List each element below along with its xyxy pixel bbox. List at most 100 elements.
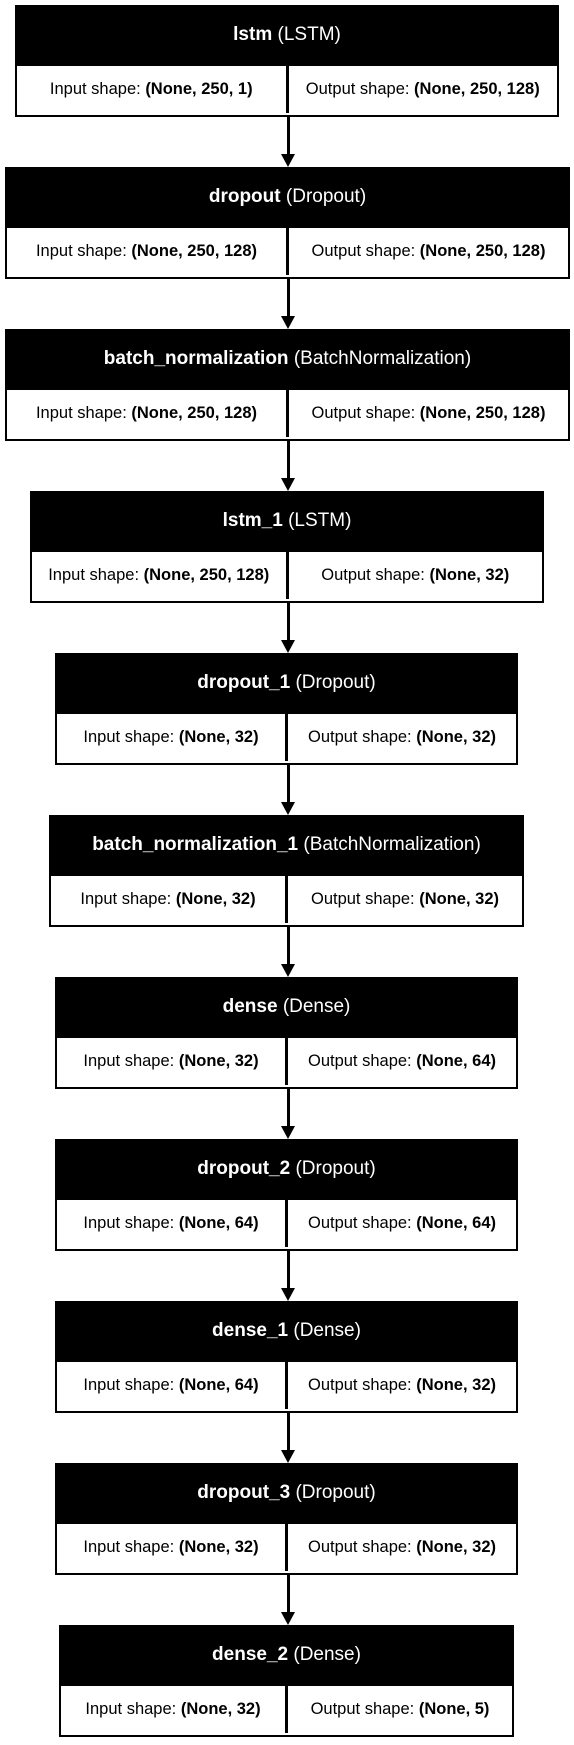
arrow-down-icon: [281, 640, 295, 653]
layer-name: dense_1: [212, 1320, 289, 1341]
input-shape-cell: Input shape: (None, 250, 128): [7, 228, 286, 275]
input-shape-value: (None, 32): [178, 728, 259, 746]
layer-node-batch_normalization_1: batch_normalization_1 (BatchNormalizatio…: [49, 815, 524, 927]
layer-name: batch_normalization: [103, 348, 289, 369]
layer-node-dense: dense (Dense)Input shape: (None, 32)Outp…: [55, 977, 518, 1089]
input-shape-label: Input shape:: [48, 566, 144, 584]
connector-line: [287, 603, 290, 641]
shape-row: Input shape: (None, 32)Output shape: (No…: [57, 1035, 516, 1085]
input-shape-label: Input shape:: [35, 404, 132, 422]
arrow-down-icon: [281, 154, 295, 167]
shape-row: Input shape: (None, 250, 128) Output shap…: [32, 549, 542, 599]
input-shape-value: (None, 32): [175, 890, 256, 908]
arrow-down-icon: [281, 1288, 295, 1301]
layer-type: (LSTM): [288, 510, 352, 531]
layer-header: dense_1 (Dense): [57, 1303, 516, 1359]
layer-header: lstm (LSTM): [17, 7, 557, 63]
output-shape-value: (None, 250, 128): [414, 80, 540, 98]
output-shape-label: Output shape:: [307, 1376, 417, 1394]
arrow-down-icon: [281, 1612, 295, 1625]
layer-node-batch_normalization: batch_normalization (BatchNormalization)…: [5, 329, 570, 441]
layer-type: (Dropout): [285, 186, 367, 207]
input-shape-value: (None, 250, 1): [145, 80, 253, 98]
layer-node-lstm_1: lstm_1 (LSTM)Input shape: (None, 250, 12…: [30, 491, 544, 603]
connector-line: [287, 765, 290, 803]
output-shape-cell: Output shape: (None, 32): [288, 1524, 516, 1571]
layer-type: (Dropout): [295, 1158, 376, 1179]
layer-header: dropout_1 (Dropout): [57, 655, 516, 711]
input-shape-value: (None, 32): [178, 1538, 259, 1556]
connector-line: [287, 1251, 290, 1289]
input-shape-value: (None, 64): [178, 1214, 259, 1232]
input-shape-label: Input shape:: [35, 242, 132, 260]
connector-line: [287, 117, 290, 155]
input-shape-label: Input shape:: [80, 890, 176, 908]
layer-name: dropout: [208, 186, 281, 207]
output-shape-cell: Output shape: (None, 32): [288, 1362, 516, 1409]
output-shape-value: (None, 32): [416, 1538, 496, 1556]
layer-header: dense (Dense): [57, 979, 516, 1035]
output-shape-label: Output shape:: [307, 1052, 417, 1070]
arrow-down-icon: [281, 802, 295, 815]
input-shape-cell: Input shape: (None, 64): [57, 1200, 285, 1247]
output-shape-label: Output shape:: [307, 728, 417, 746]
output-shape-value: (None, 32): [416, 1376, 496, 1394]
layer-name: dense_2: [212, 1644, 289, 1665]
layer-name: batch_normalization_1: [92, 834, 299, 855]
output-shape-value: (None, 5): [418, 1700, 490, 1718]
input-shape-label: Input shape:: [83, 1538, 179, 1556]
output-shape-cell: Output shape: (None, 64): [288, 1038, 516, 1085]
input-shape-cell: Input shape: (None, 250, 1): [17, 66, 286, 113]
layer-node-dropout_1: dropout_1 (Dropout)Input shape: (None, 3…: [55, 653, 518, 765]
output-shape-value: (None, 64): [416, 1052, 496, 1070]
output-shape-cell: Output shape: (None, 32): [288, 552, 542, 599]
input-shape-cell: Input shape: (None, 32): [51, 876, 285, 923]
layer-node-dropout: dropout (Dropout) Input shape: (None, 250…: [5, 167, 570, 279]
input-shape-label: Input shape:: [83, 1376, 179, 1394]
shape-row: Input shape: (None, 64)Output shape: (No…: [57, 1197, 516, 1247]
output-shape-label: Output shape:: [310, 1700, 419, 1718]
shape-row: Input shape: (None, 32)Output shape: (No…: [61, 1683, 512, 1733]
connector-line: [287, 1413, 290, 1451]
output-shape-label: Output shape:: [311, 404, 420, 422]
connector-line: [287, 927, 290, 965]
input-shape-cell: Input shape: (None, 32): [57, 714, 285, 761]
output-shape-cell: Output shape: (None, 64): [288, 1200, 516, 1247]
shape-row: Input shape: (None, 32)Output shape: (No…: [57, 711, 516, 761]
layer-type: (Dense): [293, 1644, 361, 1665]
layer-type: (Dropout): [295, 672, 376, 693]
output-shape-label: Output shape:: [305, 80, 415, 98]
input-shape-label: Input shape:: [85, 1700, 181, 1718]
output-shape-label: Output shape:: [307, 1214, 417, 1232]
arrow-down-icon: [281, 316, 295, 329]
connector-line: [287, 279, 290, 317]
input-shape-label: Input shape:: [49, 80, 146, 98]
input-shape-cell: Input shape: (None, 64): [57, 1362, 285, 1409]
output-shape-cell: Output shape: (None, 250, 128): [288, 66, 557, 113]
layer-header: dropout_2 (Dropout): [57, 1141, 516, 1197]
input-shape-cell: Input shape: (None, 32): [61, 1686, 285, 1733]
input-shape-value: (None, 250, 128): [143, 566, 270, 584]
output-shape-value: (None, 32): [416, 728, 496, 746]
layer-type: (Dense): [282, 996, 351, 1017]
shape-row: Input shape: (None, 32)Output shape: (No…: [57, 1521, 516, 1571]
shape-row: Input shape: (None, 250, 128)Output shap…: [7, 225, 568, 275]
shape-row: Input shape: (None, 250, 128)Output shap…: [7, 387, 568, 437]
input-shape-cell: Input shape: (None, 32): [57, 1524, 285, 1571]
layer-name: dropout_2: [197, 1158, 291, 1179]
output-shape-cell: Output shape: (None, 250, 128): [289, 390, 568, 437]
arrow-down-icon: [281, 1126, 295, 1139]
output-shape-label: Output shape:: [307, 1538, 417, 1556]
layer-name: lstm: [233, 24, 273, 45]
connector-line: [287, 1575, 290, 1613]
connector-line: [287, 1089, 290, 1127]
shape-row: Input shape: (None, 250, 1)Output shape:…: [17, 63, 557, 113]
input-shape-cell: Input shape: (None, 32): [57, 1038, 285, 1085]
layer-type: (Dropout): [295, 1482, 376, 1503]
layer-type: (LSTM): [277, 24, 341, 45]
output-shape-cell: Output shape: (None, 32): [288, 714, 516, 761]
output-shape-cell: Output shape: (None, 5): [288, 1686, 512, 1733]
input-shape-value: (None, 32): [180, 1700, 261, 1718]
layer-type: (BatchNormalization): [293, 348, 472, 369]
